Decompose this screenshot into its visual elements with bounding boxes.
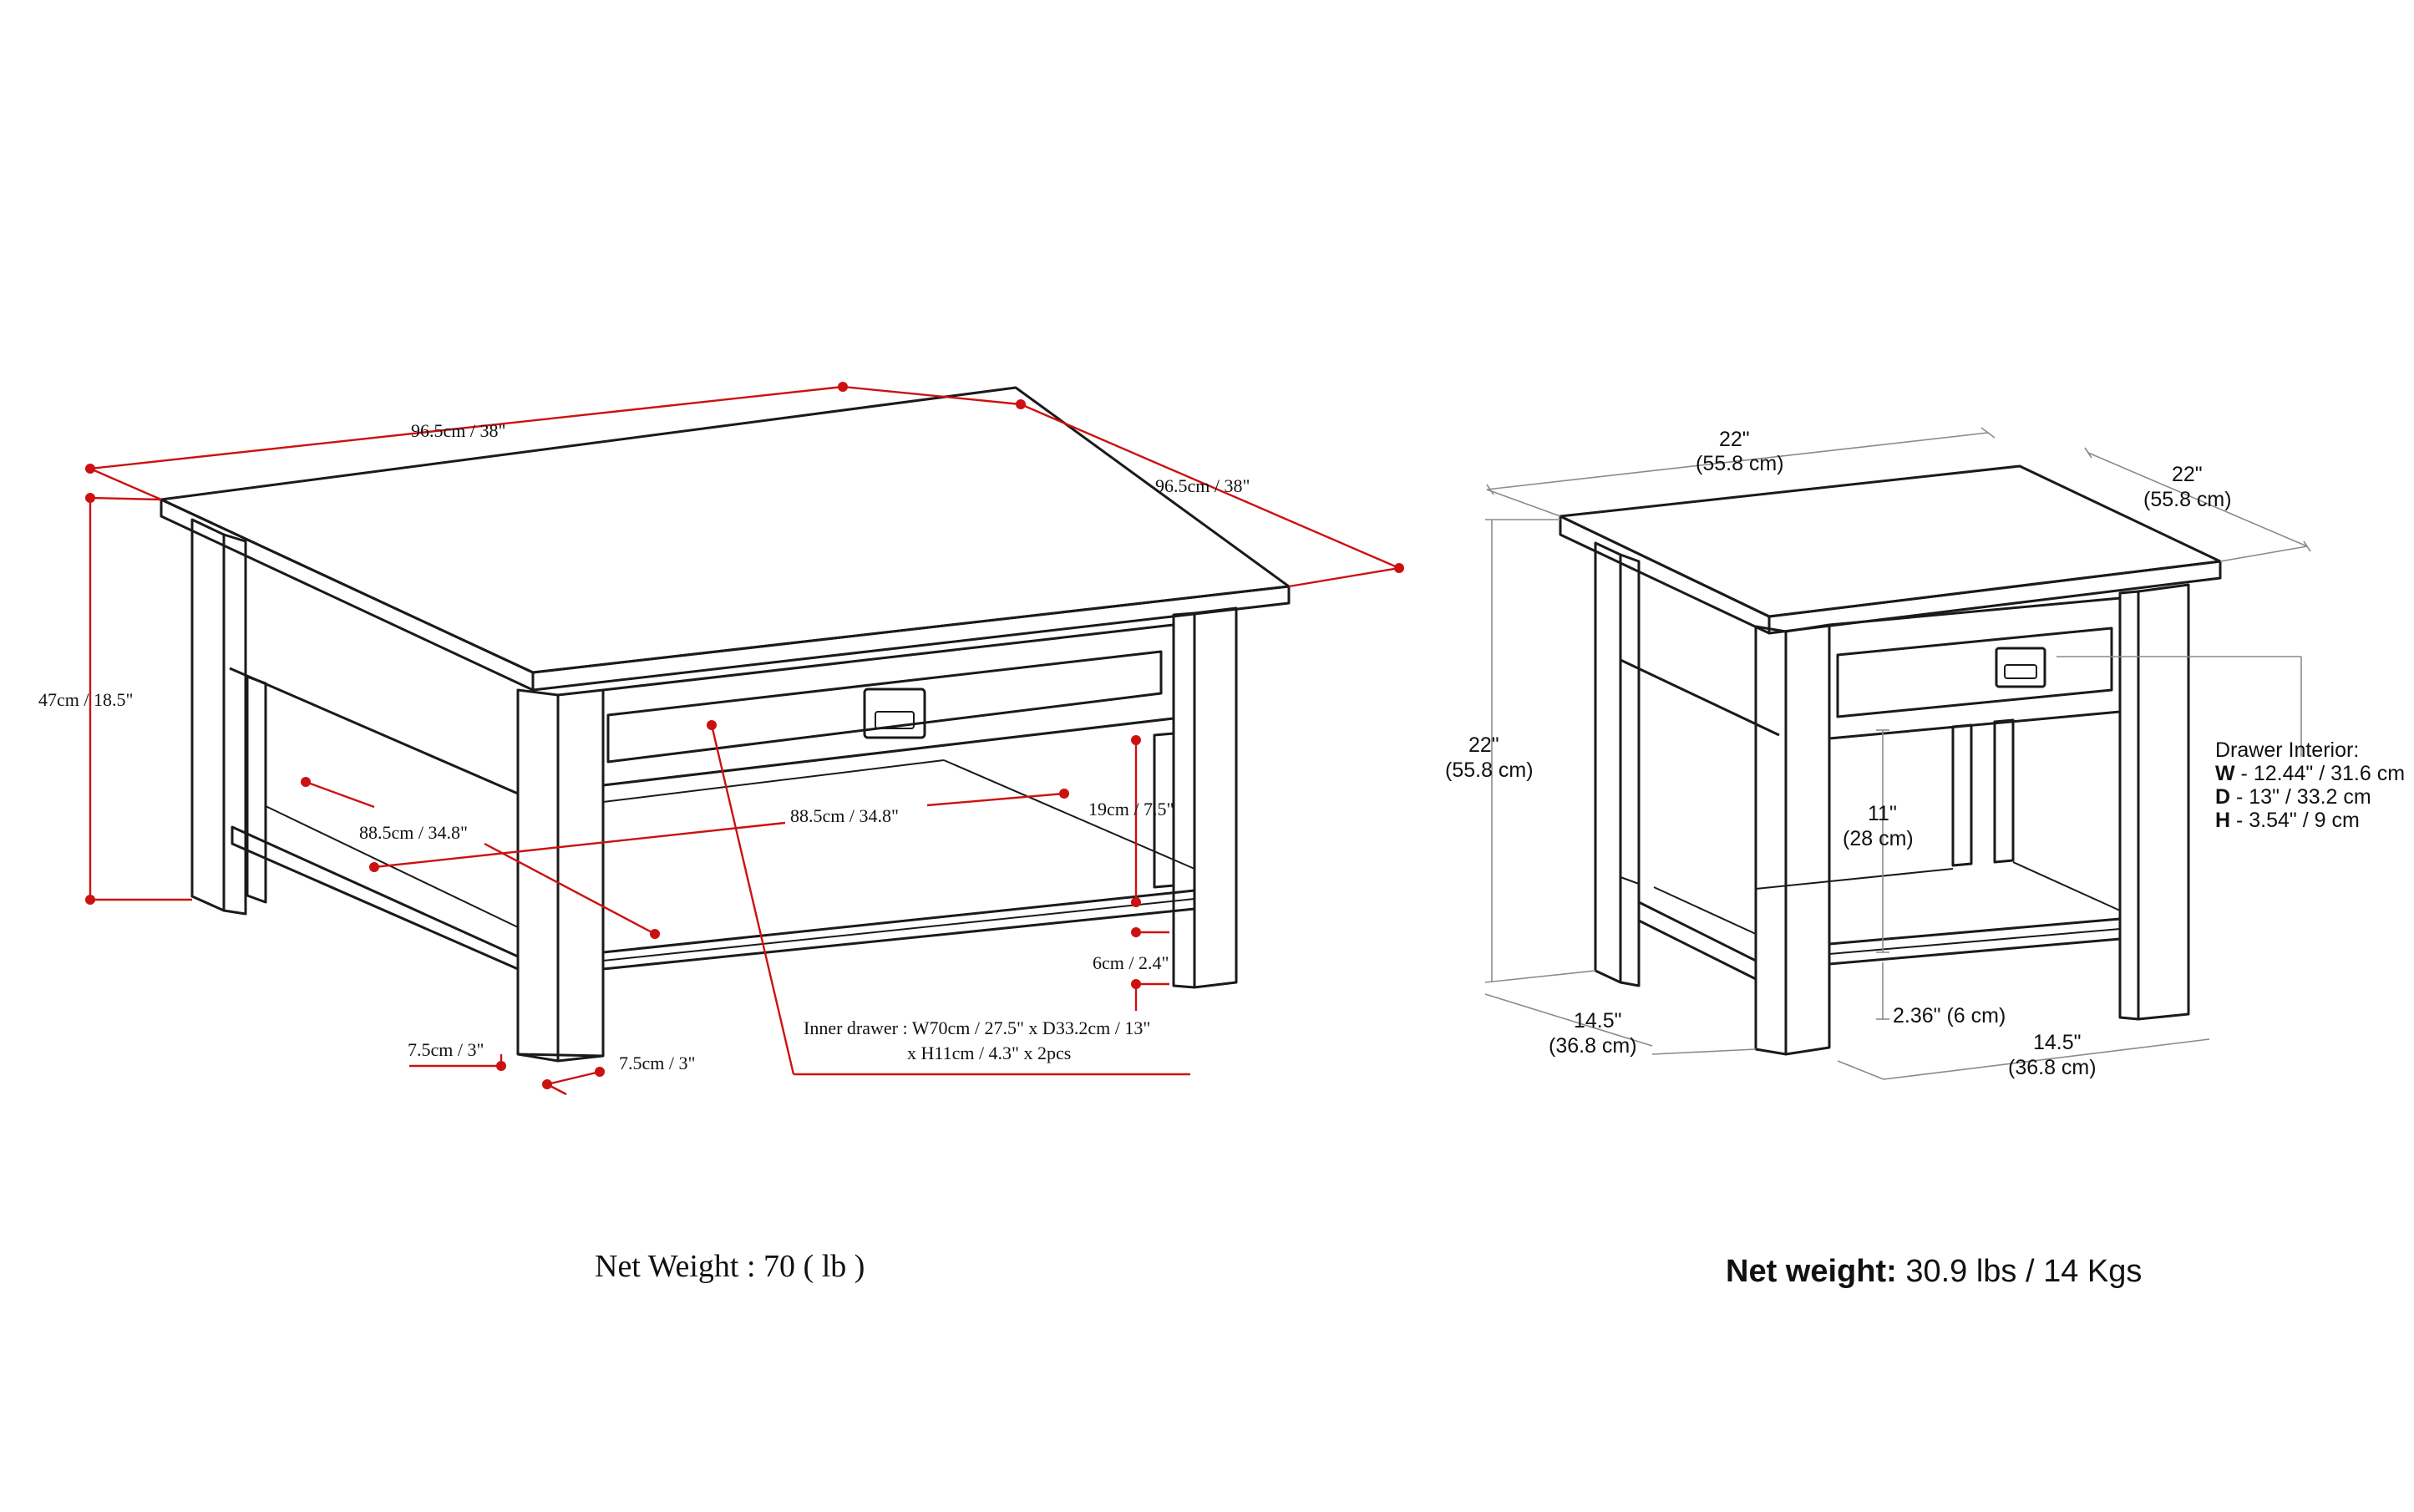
end-table-labels: 22" (55.8 cm) 22" (55.8 cm) 22" (55.8 cm… (1445, 428, 2405, 1289)
ct-depth-label: 96.5cm / 38" (1155, 475, 1250, 496)
et-leg-right-in: 14.5" (2033, 1031, 2082, 1054)
ct-shelf-clearance-label: 19cm / 7.5" (1088, 799, 1174, 819)
et-height-in: 22" (1468, 733, 1499, 757)
et-depth-cm: (55.8 cm) (2143, 488, 2232, 511)
ct-net-weight: Net Weight : 70 ( lb ) (595, 1249, 865, 1284)
ct-width-label: 96.5cm / 38" (411, 420, 505, 441)
et-shelf-height: 2.36" (6 cm) (1893, 1004, 2006, 1027)
et-drawer-height: H - 3.54" / 9 cm (2215, 809, 2360, 832)
et-leg-left-cm: (36.8 cm) (1549, 1034, 1637, 1058)
ct-inner-drawer-line1: Inner drawer : W70cm / 27.5" x D33.2cm /… (804, 1017, 1150, 1038)
et-leg-right-cm: (36.8 cm) (2008, 1056, 2097, 1079)
ct-inner-drawer-line2: x H11cm / 4.3" x 2pcs (907, 1043, 1071, 1063)
ct-shelf-height-label: 6cm / 2.4" (1093, 952, 1169, 973)
et-leg-left-in: 14.5" (1574, 1009, 1622, 1033)
ct-height-label: 47cm / 18.5" (38, 689, 133, 710)
et-drawer-width: W - 12.44" / 31.6 cm (2215, 762, 2405, 785)
et-shelf-gap-cm: (28 cm) (1843, 827, 1914, 850)
coffee-table-labels: 96.5cm / 38" 96.5cm / 38" 47cm / 18.5" 8… (38, 420, 1250, 1284)
end-table-dimensions (1484, 427, 2311, 1080)
et-drawer-depth: D - 13" / 33.2 cm (2215, 785, 2371, 809)
et-shelf-gap-in: 11" (1868, 802, 1897, 825)
et-width-in: 22" (1719, 428, 1750, 451)
et-net-weight: Net weight: 30.9 lbs / 14 Kgs (1726, 1254, 2142, 1289)
et-height-cm: (55.8 cm) (1445, 759, 1534, 782)
ct-leg-left-label: 7.5cm / 3" (408, 1039, 484, 1060)
ct-leg-front-label: 7.5cm / 3" (619, 1053, 695, 1073)
coffee-table-drawing (160, 386, 1291, 1063)
end-table-drawing (1559, 464, 2222, 1056)
ct-shelf-width-front-label: 88.5cm / 34.8" (790, 805, 899, 826)
et-width-cm: (55.8 cm) (1696, 452, 1784, 475)
et-drawer-interior-title: Drawer Interior: (2215, 738, 2359, 762)
ct-shelf-width-left-label: 88.5cm / 34.8" (359, 822, 468, 843)
et-depth-in: 22" (2172, 463, 2203, 486)
coffee-table-dimensions (85, 382, 1404, 1096)
